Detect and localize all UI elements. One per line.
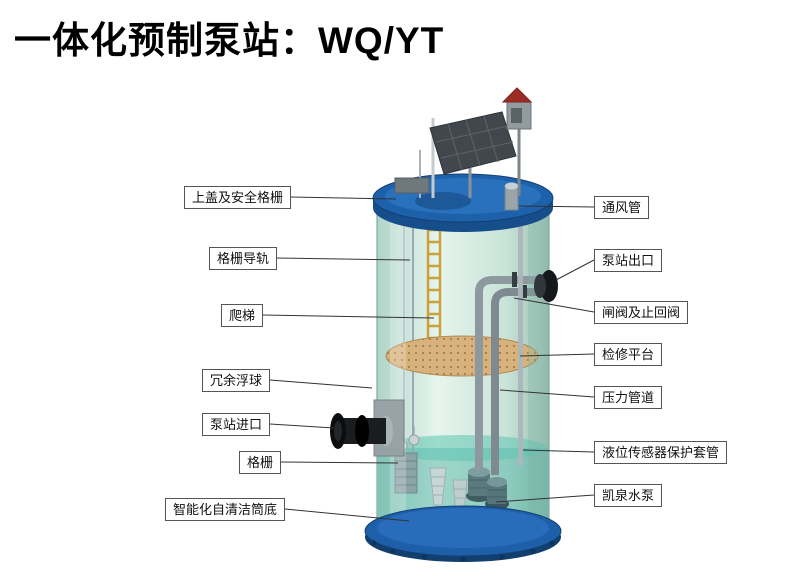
label-ladder: 爬梯 xyxy=(220,304,263,327)
self-cleaning-screws xyxy=(429,467,468,515)
label-service-platform: 检修平台 xyxy=(594,343,663,366)
maintenance-platform xyxy=(385,335,539,377)
label-gate-check-valve: 闸阀及止回阀 xyxy=(594,301,689,324)
grille-basket xyxy=(394,452,418,494)
label-pressure-pipe: 压力管道 xyxy=(594,386,663,409)
inlet-pipe xyxy=(330,399,405,457)
page-title: 一体化预制泵站：WQ/YT xyxy=(14,20,445,61)
label-level-sensor-sleeve: 液位传感器保护套管 xyxy=(594,441,728,464)
bottom-flange xyxy=(364,505,562,562)
label-station-outlet: 泵站出口 xyxy=(594,249,663,272)
lid-hatch-box xyxy=(394,177,430,194)
label-top-cover-safety-grille: 上盖及安全格栅 xyxy=(183,186,291,209)
label-kaiquan-pump: 凯泉水泵 xyxy=(594,484,663,507)
label-grille: 格栅 xyxy=(238,451,281,474)
cabinet-red-roof xyxy=(501,87,533,103)
leader-lines xyxy=(262,196,595,522)
outlet-pipe xyxy=(534,270,558,302)
pressure-pipes xyxy=(475,272,546,475)
label-self-cleaning-bottom: 智能化自清洁筒底 xyxy=(164,498,285,521)
label-vent-pipe: 通风管 xyxy=(594,196,650,219)
vent-pipe xyxy=(504,182,519,211)
label-station-inlet: 泵站进口 xyxy=(201,413,270,436)
rooftop-equipment xyxy=(394,87,533,211)
label-grille-guide-rail: 格栅导轨 xyxy=(208,247,277,270)
label-redundant-float: 冗余浮球 xyxy=(201,369,270,392)
control-cabinet xyxy=(501,87,533,130)
level-sensor-sleeve xyxy=(518,216,523,466)
